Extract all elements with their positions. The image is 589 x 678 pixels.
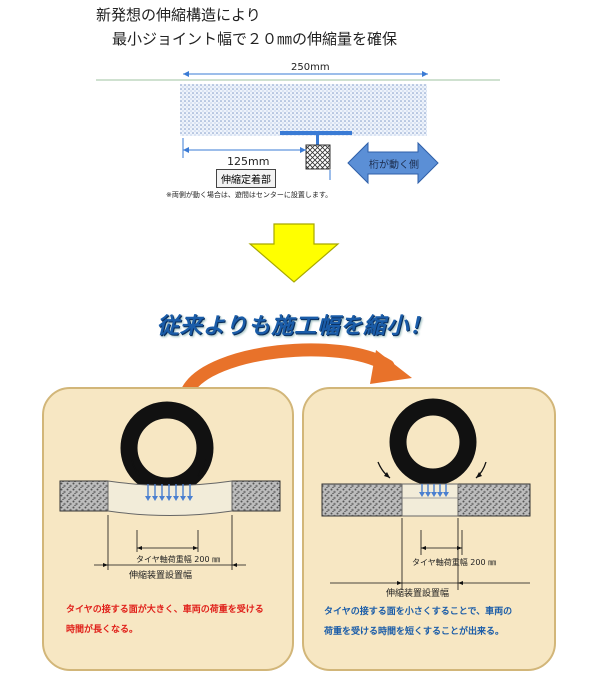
right-caption-line2: 荷重を受ける時間を短くすることが出来る。 (324, 627, 505, 637)
elastic-block (305, 144, 331, 170)
right-gravel-left (321, 483, 403, 517)
moving-side-arrow (347, 141, 439, 185)
tire-left (120, 401, 214, 495)
joint-plate (280, 131, 352, 135)
left-dim-small-label: タイヤ軸荷重幅 200 ㎜ (136, 555, 221, 564)
panel-new (302, 387, 556, 671)
right-joint (401, 483, 459, 517)
left-caption-line2: 時間が長くなる。 (66, 625, 139, 635)
fixed-part-label: 伸縮定着部 (216, 169, 276, 188)
left-gravel-left (59, 480, 109, 512)
left-gravel-right (231, 480, 281, 512)
moving-side-label: 桁が動く側 (369, 160, 419, 171)
left-dim-large-label: 伸縮装置設置幅 (129, 571, 193, 581)
half-width-label: 125mm (227, 155, 270, 168)
deck-slab (180, 84, 427, 136)
width-label: 250mm (291, 62, 330, 73)
title-line-2: 最小ジョイント幅で２０㎜の伸縮量を確保 (112, 30, 398, 48)
headline: 従来よりも施工幅を縮小！ (156, 314, 433, 339)
curved-arrow-icon (181, 343, 412, 397)
right-caption-line1: タイヤの接する面を小さくすることで、車両の (324, 607, 513, 617)
right-gravel-right (457, 483, 531, 517)
right-dim-small-label: タイヤ軸荷重幅 200 ㎜ (412, 558, 497, 567)
panel-conventional (42, 387, 294, 671)
placement-note: ※両側が動く場合は、遊間はセンターに設置します。 (166, 191, 333, 199)
top-diagram (96, 71, 500, 185)
down-arrow-icon (248, 223, 340, 283)
right-dim-large-label: 伸縮装置設置幅 (386, 589, 450, 599)
left-caption-line1: タイヤの接する面が大きく、車両の荷重を受ける (66, 605, 264, 615)
panel-diagrams (59, 398, 531, 590)
title-line-1: 新発想の伸縮構造により (96, 6, 261, 24)
tire-right (389, 398, 477, 486)
left-load-arrows (147, 484, 191, 498)
